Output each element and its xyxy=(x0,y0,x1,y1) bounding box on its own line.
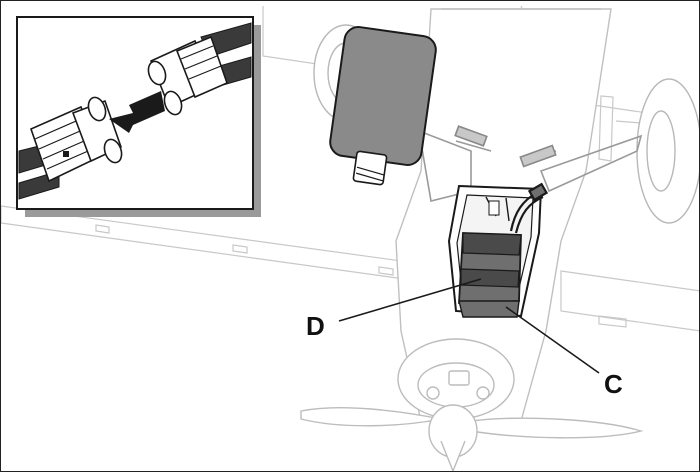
callout-label-c: C xyxy=(604,369,623,399)
battery-pack xyxy=(458,232,522,318)
right-wheel xyxy=(636,78,699,224)
propeller xyxy=(300,404,644,471)
battery-hatch-cover xyxy=(329,26,437,186)
nose-cowl xyxy=(397,338,515,420)
arrow-left-icon xyxy=(109,91,165,133)
callout-label-d: D xyxy=(306,311,325,341)
callout-d-leader xyxy=(338,278,482,322)
connector-icon xyxy=(147,22,252,116)
callout-c-leader xyxy=(505,306,600,374)
connector-icon xyxy=(18,96,123,200)
battery-leads xyxy=(509,182,549,234)
connector-inset xyxy=(16,16,261,217)
